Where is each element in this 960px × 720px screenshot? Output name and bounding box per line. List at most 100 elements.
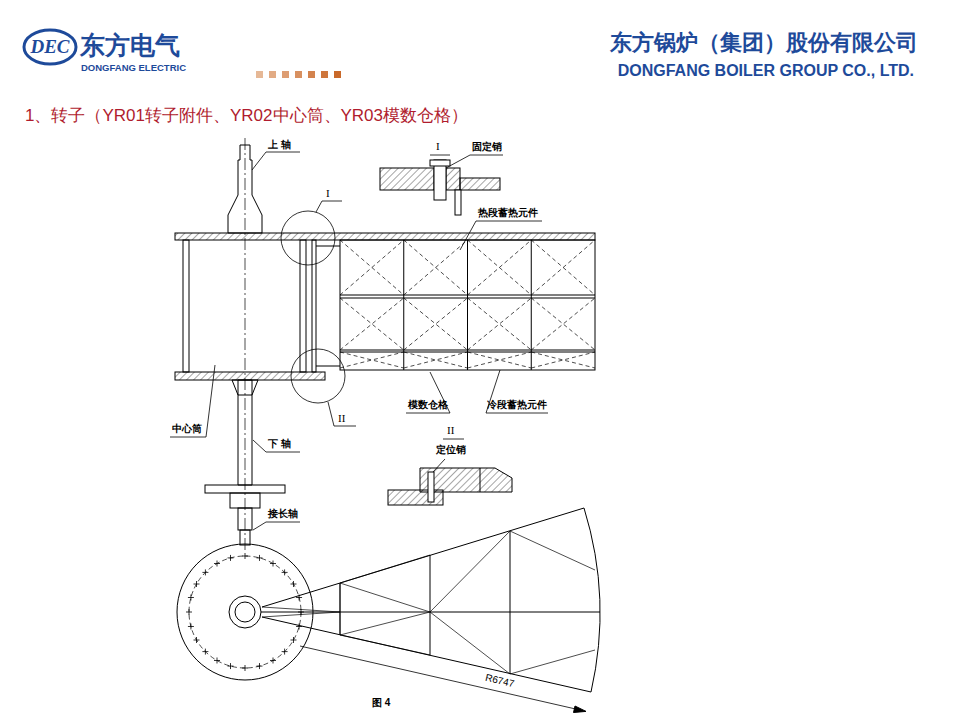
cylinder-wall — [183, 240, 189, 372]
brand-name: 东方电气 — [80, 31, 180, 60]
element-diagonal — [404, 352, 468, 368]
element-diagonal — [531, 352, 595, 368]
leader-line — [443, 439, 464, 440]
bolt-cross — [186, 609, 192, 615]
plan-view — [262, 612, 595, 674]
bolt-cross — [188, 595, 194, 601]
element-diagonal — [340, 352, 404, 368]
bolt-cross — [228, 555, 234, 561]
leader-line — [406, 372, 450, 413]
bolt-cross — [256, 663, 262, 669]
plan-view — [510, 531, 511, 674]
leader-line — [486, 370, 548, 413]
detail-title: I — [436, 140, 440, 153]
bolt-cross — [214, 561, 220, 567]
header-square — [256, 71, 263, 78]
element-diagonals — [340, 240, 595, 368]
lower-shaft — [238, 380, 252, 485]
extension-shaft — [238, 508, 252, 530]
element-diagonal — [468, 352, 532, 368]
leader-line — [170, 365, 215, 437]
plan-view — [584, 508, 600, 692]
element-diagonal — [468, 240, 532, 295]
dimension-arrow — [574, 706, 587, 713]
leader-line — [316, 201, 342, 212]
bolt-cross — [194, 637, 200, 643]
logo-text: DEC — [30, 36, 69, 58]
bolt-cross — [290, 581, 296, 587]
element-diagonal — [531, 240, 595, 295]
leader-line — [328, 402, 356, 426]
bolt-cross — [242, 665, 248, 671]
company-name: 东方锅炉（集团）股份有限公司 — [610, 30, 918, 55]
leader-line — [170, 152, 548, 530]
plan-view — [229, 596, 261, 628]
plan-view — [430, 555, 431, 655]
connecting-line — [316, 246, 340, 247]
element-diagonal — [531, 298, 595, 350]
header-square — [282, 71, 289, 78]
element-diagonal — [340, 298, 404, 350]
part-label: 模数仓格 — [408, 399, 448, 411]
dimension-line — [300, 646, 580, 710]
detail-i — [460, 178, 500, 190]
module-frame — [340, 240, 595, 370]
detail-ii — [388, 468, 512, 505]
element-diagonal — [340, 240, 404, 295]
shaft-flange — [205, 485, 285, 493]
element-diagonal — [404, 240, 468, 295]
element-diagonal — [404, 240, 468, 295]
element-diagonal — [531, 352, 595, 368]
part-label: 下 轴 — [268, 438, 291, 450]
element-diagonal — [468, 298, 532, 350]
bolt-cross — [270, 561, 276, 567]
header-square — [334, 71, 341, 78]
leader-line — [446, 155, 503, 168]
detail-i — [380, 160, 500, 215]
shaft-hub — [230, 493, 260, 508]
bolt-cross — [296, 623, 302, 629]
lower-shaft — [232, 380, 258, 395]
detail-circle — [291, 349, 345, 403]
element-diagonal — [468, 352, 532, 368]
plan-view — [262, 531, 595, 612]
element-diagonal — [531, 298, 595, 350]
plan-view — [340, 555, 430, 583]
extension-shaft — [240, 530, 250, 545]
brand-subtitle: DONGFANG ELECTRIC — [81, 63, 186, 74]
bolt-cross — [290, 637, 296, 643]
detail-i — [455, 190, 461, 215]
element-diagonal — [404, 298, 468, 350]
plan-view — [235, 602, 255, 622]
dimension-label: R6747 — [484, 672, 515, 690]
element-diagonal — [404, 352, 468, 368]
bolt-cross — [256, 555, 262, 561]
detail-i — [380, 168, 434, 190]
plan-view — [262, 508, 584, 607]
element-diagonal — [340, 352, 404, 368]
bolt-cross — [242, 553, 248, 559]
header-square — [295, 71, 302, 78]
leader-line — [430, 155, 450, 156]
detail-i — [446, 168, 460, 190]
part-label: 热段蓄热元件 — [478, 207, 538, 219]
bolt-cross — [194, 581, 200, 587]
rotor-section — [175, 138, 595, 552]
detail-ii — [428, 472, 434, 502]
leader-line — [253, 522, 300, 530]
plan-view — [177, 508, 600, 713]
element-diagonal — [404, 298, 468, 350]
element-diagonal — [531, 240, 595, 295]
plan-view — [340, 635, 430, 655]
slide-title: 1、转子（YR01转子附件、YR02中心筒、YR03模数仓格） — [25, 106, 468, 126]
part-label: 上 轴 — [268, 139, 291, 151]
plan-view — [262, 617, 591, 692]
part-label: 冷段蓄热元件 — [487, 399, 547, 411]
cylinder-wall — [312, 240, 316, 372]
detail-i — [430, 160, 450, 166]
upper-shaft — [228, 145, 262, 233]
element-diagonal — [340, 298, 404, 350]
part-label: 接长轴 — [268, 508, 298, 520]
header-square — [321, 71, 328, 78]
